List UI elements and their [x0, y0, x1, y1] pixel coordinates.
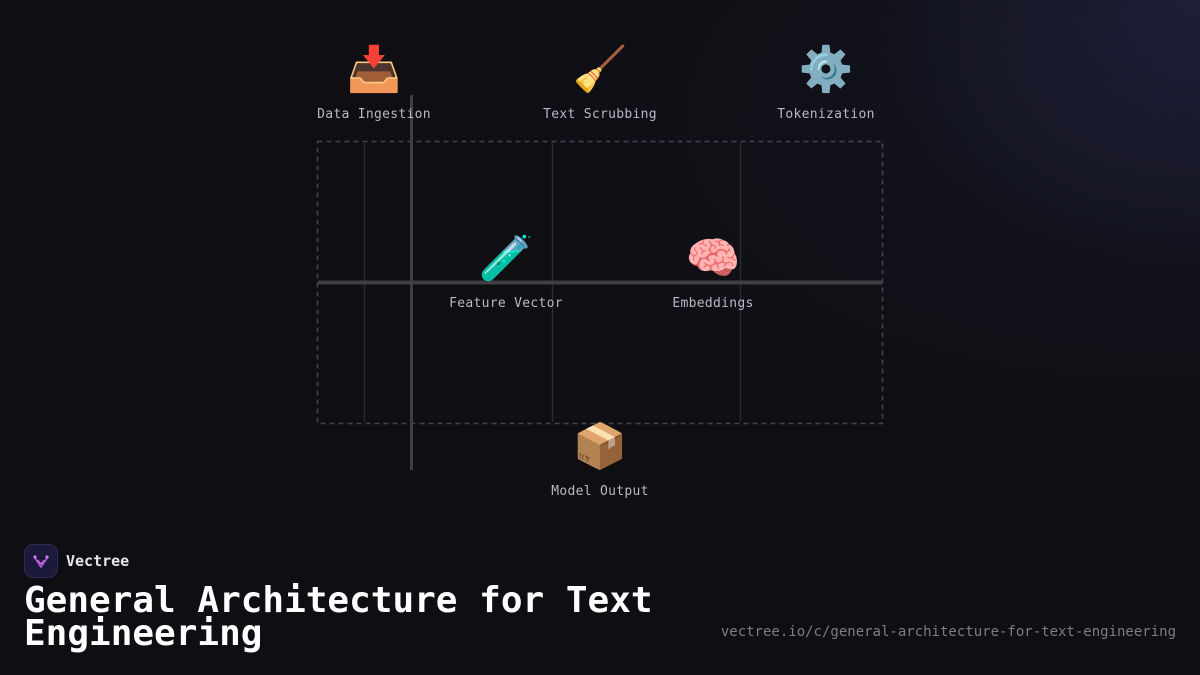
node-text-scrubbing: 🧹 Text Scrubbing — [520, 43, 680, 122]
node-label: Embeddings — [672, 296, 754, 311]
dashed-group-border — [316, 140, 884, 425]
inbox-tray-icon: 📥 — [346, 44, 402, 95]
node-label: Text Scrubbing — [543, 107, 657, 122]
vectree-mark-icon — [33, 555, 49, 568]
test-tube-icon: 🧪 — [478, 233, 534, 284]
broom-icon: 🧹 — [572, 44, 628, 95]
node-model-output: 📦 Model Output — [520, 420, 680, 499]
package-icon: 📦 — [572, 421, 628, 472]
gear-icon: ⚙️ — [798, 44, 854, 95]
node-embeddings: 🧠 Embeddings — [633, 232, 793, 311]
node-feature-vector: 🧪 Feature Vector — [426, 232, 586, 311]
node-label: Tokenization — [777, 107, 875, 122]
brain-icon: 🧠 — [685, 233, 741, 284]
vectree-logo-icon — [24, 544, 58, 578]
page-title: General Architecture for Text Engineerin… — [24, 580, 653, 654]
brand: Vectree — [24, 544, 129, 578]
node-data-ingestion: 📥 Data Ingestion — [294, 43, 454, 122]
source-url: vectree.io/c/general-architecture-for-te… — [720, 624, 1176, 640]
brand-name: Vectree — [66, 552, 130, 570]
node-tokenization: ⚙️ Tokenization — [746, 43, 906, 122]
node-label: Data Ingestion — [317, 107, 431, 122]
node-label: Feature Vector — [449, 296, 563, 311]
node-label: Model Output — [551, 484, 649, 499]
